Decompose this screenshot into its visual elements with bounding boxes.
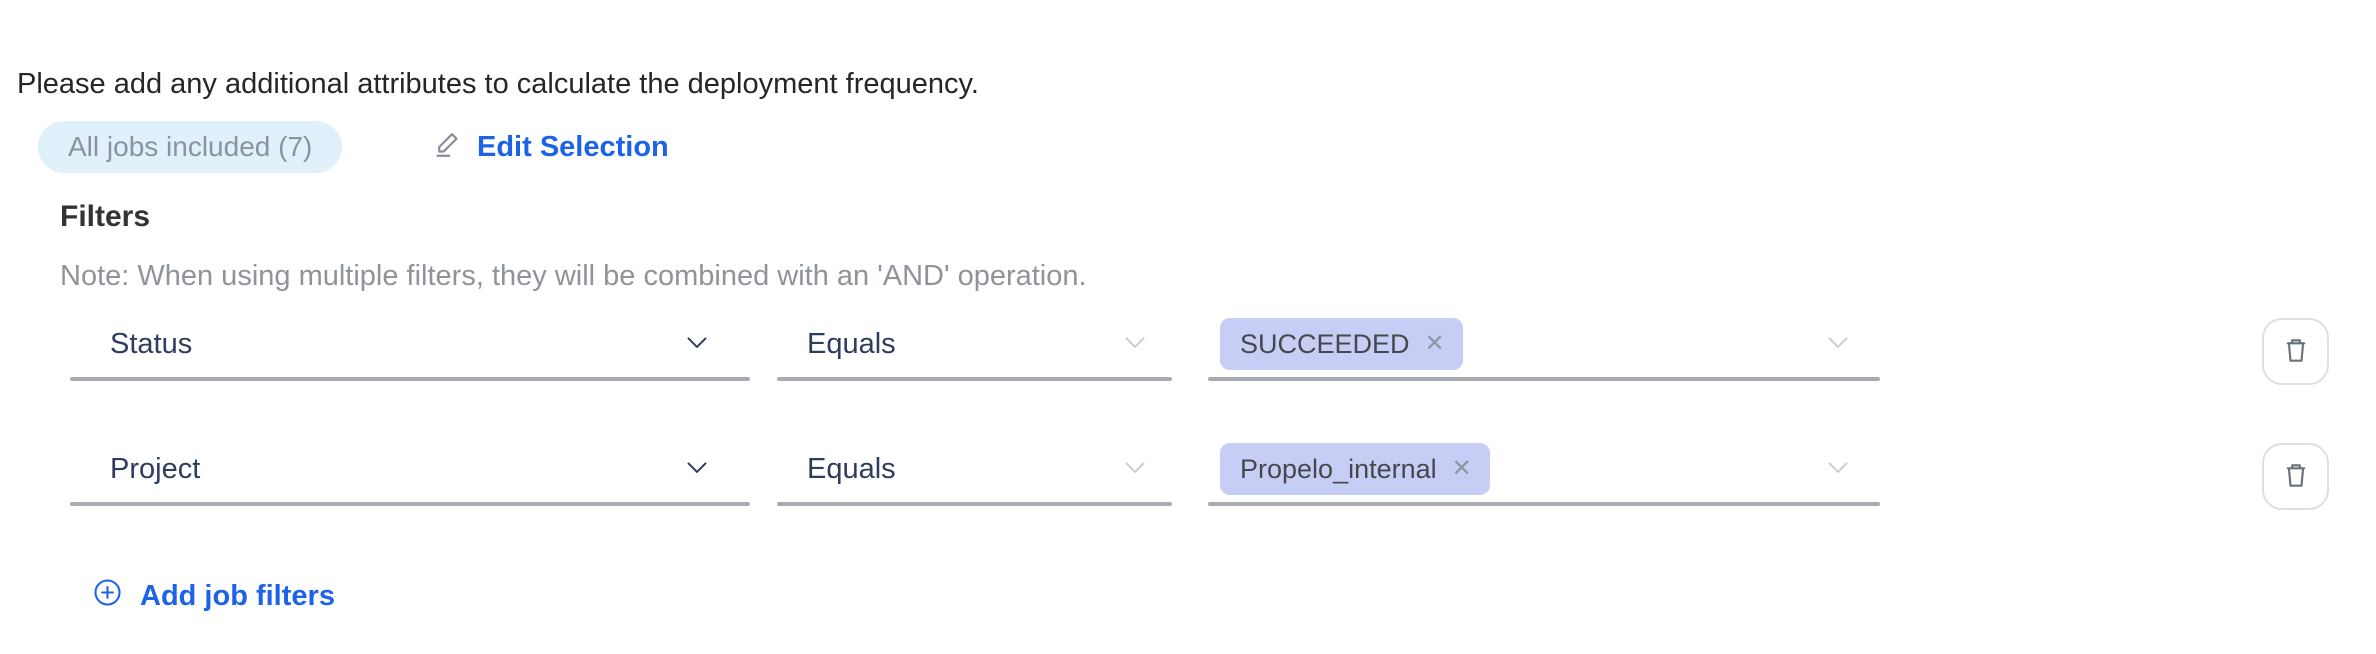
chevron-down-icon xyxy=(1821,325,1855,364)
attribute-select[interactable]: Project xyxy=(70,436,750,506)
chevron-down-icon xyxy=(1821,450,1855,489)
trash-icon xyxy=(2279,458,2313,495)
instruction-text: Please add any additional attributes to … xyxy=(17,68,979,100)
operator-select[interactable]: Equals xyxy=(777,311,1172,381)
attribute-select[interactable]: Status xyxy=(70,311,750,381)
add-job-filters-button[interactable]: Add job filters xyxy=(92,577,335,616)
edit-selection-button[interactable]: Edit Selection xyxy=(433,121,669,173)
remove-value-icon[interactable]: ✕ xyxy=(1451,455,1472,482)
value-tag-label: SUCCEEDED xyxy=(1240,328,1410,359)
filters-heading: Filters xyxy=(60,200,151,233)
edit-pencil-icon xyxy=(433,128,464,167)
operator-select-value: Equals xyxy=(807,327,896,360)
chevron-down-icon xyxy=(680,325,714,364)
delete-filter-button[interactable] xyxy=(2262,318,2329,385)
value-tag-label: Propelo_internal xyxy=(1240,453,1437,484)
remove-value-icon[interactable]: ✕ xyxy=(1424,330,1445,357)
edit-selection-label: Edit Selection xyxy=(477,130,669,163)
value-tag: Propelo_internal ✕ xyxy=(1220,443,1490,495)
add-job-filters-label: Add job filters xyxy=(140,580,335,612)
chevron-down-icon xyxy=(1118,450,1152,489)
filter-row: Status Equals SUCCEEDED ✕ xyxy=(0,311,2376,385)
operator-select-value: Equals xyxy=(807,452,896,485)
trash-icon xyxy=(2279,333,2313,370)
operator-select[interactable]: Equals xyxy=(777,436,1172,506)
selected-values: SUCCEEDED ✕ xyxy=(1220,318,1821,370)
selected-values: Propelo_internal ✕ xyxy=(1220,443,1821,495)
filter-row: Project Equals Propelo_internal ✕ xyxy=(0,436,2376,510)
jobs-included-badge: All jobs included (7) xyxy=(38,121,343,173)
delete-filter-button[interactable] xyxy=(2262,443,2329,510)
values-multiselect[interactable]: SUCCEEDED ✕ xyxy=(1208,311,1880,381)
filters-note: Note: When using multiple filters, they … xyxy=(60,260,1087,292)
attribute-select-value: Project xyxy=(110,452,201,485)
attribute-select-value: Status xyxy=(110,327,193,360)
chevron-down-icon xyxy=(1118,325,1152,364)
plus-circle-icon xyxy=(92,577,123,616)
value-tag: SUCCEEDED ✕ xyxy=(1220,318,1463,370)
chevron-down-icon xyxy=(680,450,714,489)
values-multiselect[interactable]: Propelo_internal ✕ xyxy=(1208,436,1880,506)
